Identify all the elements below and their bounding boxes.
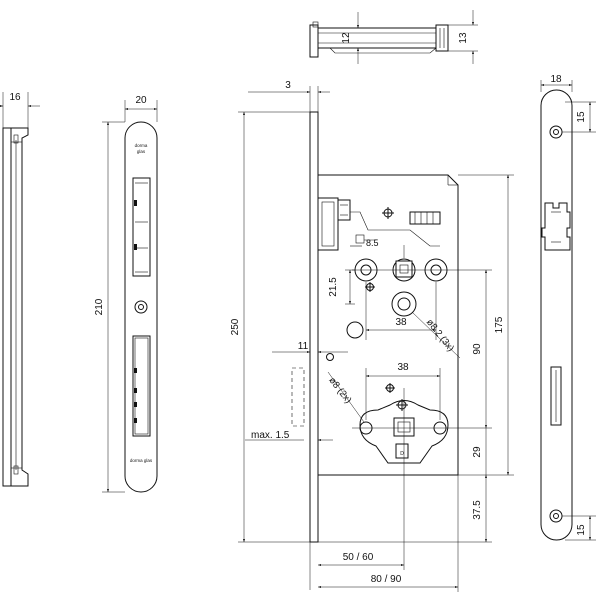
faceplate-label-bottom: dorma glas: [130, 458, 153, 463]
dim-38-lower: 38: [397, 362, 409, 373]
dim-90: 90: [472, 343, 483, 355]
dim-height-250: 250: [230, 318, 241, 335]
dim-29: 29: [472, 446, 483, 458]
dim-80-90: 80 / 90: [371, 574, 402, 585]
dim-max-1-5: max. 1.5: [251, 430, 290, 441]
dim-8-5: 8.5: [366, 238, 379, 248]
left-side-view: 16: [0, 92, 40, 487]
faceplate-label-top-2: glas: [137, 149, 146, 154]
dim-top-12: 12: [341, 32, 352, 44]
dim-right-18: 18: [550, 74, 562, 85]
dim-11: 11: [298, 341, 309, 352]
dim-50-60: 50 / 60: [343, 552, 374, 563]
dim-21-5: 21.5: [328, 277, 339, 297]
faceplate-front-view: dorma glas dorma glas 20 210: [94, 95, 158, 493]
dim-left-16: 16: [9, 92, 21, 103]
dim-top-13: 13: [458, 32, 469, 44]
dim-right-15-top: 15: [576, 111, 587, 123]
dim-right-15-bottom: 15: [576, 524, 587, 536]
faceplate-label-top: dorma: [135, 143, 148, 148]
right-faceplate-view: 18 15 15: [540, 74, 596, 541]
dim-side-3: 3: [285, 80, 291, 91]
dim-face-20: 20: [135, 95, 147, 106]
dim-37-5: 37.5: [472, 500, 483, 520]
top-view: 12 13: [309, 10, 478, 64]
dim-face-210: 210: [94, 298, 105, 315]
dim-175: 175: [494, 316, 505, 333]
main-lock-body-view: 8.5 21.5 38 ø8.2 (3x): [230, 80, 514, 592]
svg-text:D: D: [400, 451, 404, 457]
dim-38-upper: 38: [395, 317, 407, 328]
